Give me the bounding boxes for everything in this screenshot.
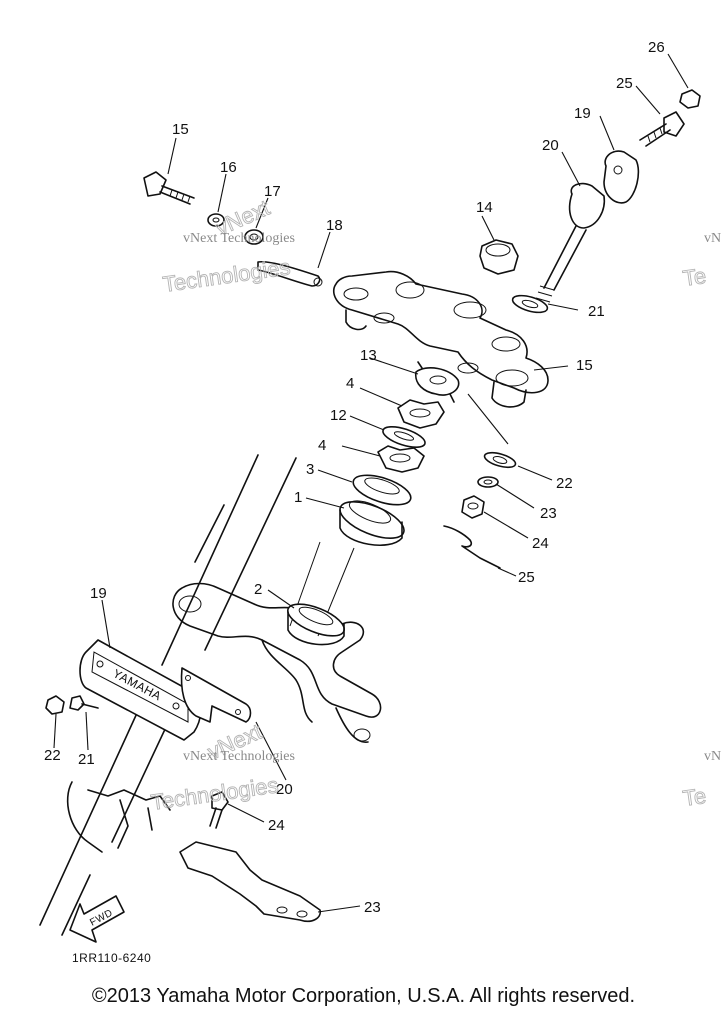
callout-4-upper: 4 (346, 375, 354, 392)
part-24-nut (45, 695, 65, 715)
part-17-nut (461, 495, 485, 519)
part-3-race (352, 474, 412, 506)
fork-lower (66, 781, 171, 853)
part-14-holder (535, 182, 606, 303)
callout-11: 17 (264, 183, 281, 200)
diagram-code: 1RR110-6240 (72, 951, 151, 965)
part-8-upper-bracket (332, 270, 549, 408)
callout-15-upper: 21 (588, 303, 605, 320)
callout-5: 12 (330, 407, 347, 424)
part-15-washer-lower (483, 451, 517, 469)
part-11-collar (244, 229, 264, 245)
callout-17: 24 (532, 535, 549, 552)
callout-3: 3 (306, 461, 314, 478)
watermark-edge-top-a: vN (704, 231, 721, 246)
watermark-line2-top: Technologies (161, 254, 292, 297)
callout-26: 24 (268, 817, 285, 834)
watermark-top: vNext vNext Technologies Technologies (161, 194, 295, 297)
callout-18: 25 (518, 569, 535, 586)
watermark-edge-mid-b: Te (681, 783, 708, 811)
part-20-nut (679, 89, 701, 109)
callout-23: 21 (78, 751, 95, 768)
part-13-holder-cap (603, 150, 640, 204)
part-15-washer-upper (511, 294, 549, 314)
watermark-line1-top: vNext Technologies (183, 231, 295, 246)
callout-22: 20 (276, 781, 293, 798)
part-21-emblem-cover: YAMAHA (79, 639, 202, 741)
callout-20: 26 (648, 39, 665, 56)
callout-14: 20 (542, 137, 559, 154)
part-26-bolt (209, 791, 229, 829)
callout-2: 2 (254, 581, 262, 598)
part-19-bolt (639, 111, 685, 147)
callout-8: 15 (576, 357, 593, 374)
watermark-edge-top-b: Te (681, 263, 708, 291)
callout-1: 1 (294, 489, 302, 506)
callout-13: 19 (574, 105, 591, 122)
callout-15-lower: 22 (556, 475, 573, 492)
part-12-clamp (257, 260, 323, 287)
part-4-ring-nut-lower (377, 445, 425, 473)
callout-labels: 15 16 17 18 14 19 20 25 26 21 15 13 4 12… (44, 39, 665, 916)
callout-9: 15 (172, 121, 189, 138)
watermark-line1-mid: vNext Technologies (183, 749, 295, 764)
part-6-lock-washer (414, 361, 460, 403)
callout-4-lower: 4 (318, 437, 326, 454)
callout-7: 14 (476, 199, 493, 216)
part-7-cap-nut (479, 239, 519, 275)
watermark-edge: vN Te vN Te (681, 231, 721, 811)
callout-25: 23 (364, 899, 381, 916)
part-10-washer (207, 213, 225, 227)
part-16-washer (477, 476, 499, 488)
part-2-bearing (287, 603, 345, 646)
callout-6: 13 (360, 347, 377, 364)
part-22-bracket (180, 667, 252, 723)
part-4-ring-nut-upper (397, 399, 445, 429)
part-25-guide (179, 841, 322, 923)
fwd-arrow-icon: FWD (69, 895, 125, 943)
part-23-screw (69, 695, 99, 711)
watermark-edge-mid-a: vN (704, 749, 721, 764)
callout-12: 18 (326, 217, 343, 234)
callout-24: 22 (44, 747, 61, 764)
callout-16: 23 (540, 505, 557, 522)
part-9-bolt (143, 171, 195, 205)
leader-lines (53, 53, 689, 913)
part-18-hose-clamp (443, 525, 501, 569)
callout-19: 25 (616, 75, 633, 92)
callout-10: 16 (220, 159, 237, 176)
callout-21: 19 (90, 585, 107, 602)
copyright-notice: ©2013 Yamaha Motor Corporation, U.S.A. A… (91, 985, 636, 1007)
